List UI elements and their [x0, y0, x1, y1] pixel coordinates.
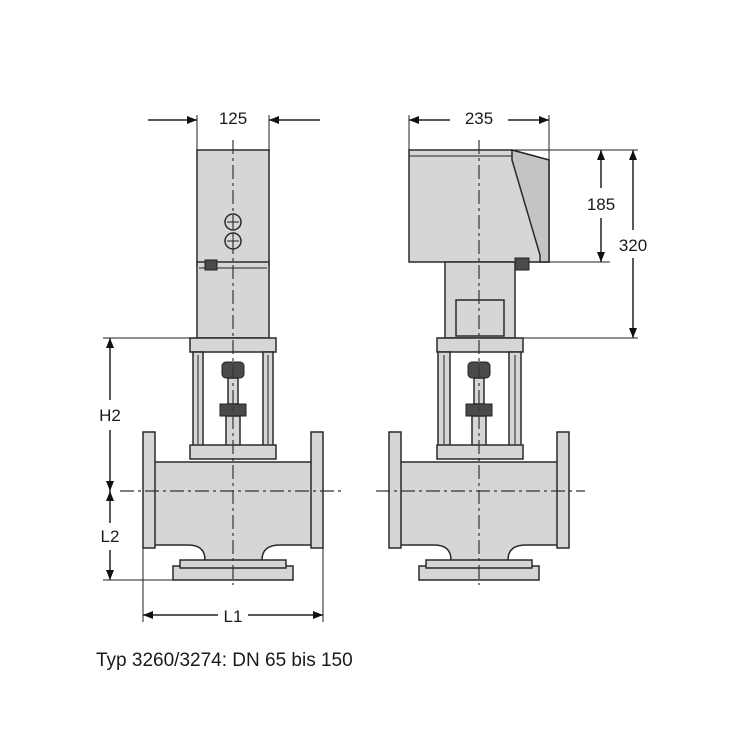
- l1-label: L1: [224, 607, 243, 626]
- front-yoke: [189, 337, 277, 460]
- side-actuator: [408, 149, 550, 339]
- total-height-label: 320: [619, 236, 647, 255]
- actuator-height-label: 185: [587, 195, 615, 214]
- l2-label: L2: [101, 527, 120, 546]
- h2-label: H2: [99, 406, 121, 425]
- dimension-h2: H2: [99, 337, 197, 491]
- side-width-label: 235: [465, 109, 493, 128]
- side-yoke: [436, 337, 524, 460]
- side-view: [376, 140, 585, 585]
- dimension-actuator-height: 185: [512, 149, 638, 263]
- front-width-label: 125: [219, 109, 247, 128]
- dimension-total-height: 320: [523, 150, 647, 339]
- figure-caption: Typ 3260/3274: DN 65 bis 150: [96, 650, 353, 671]
- front-view: [120, 140, 345, 585]
- dimension-l2: L2: [101, 491, 175, 581]
- dimension-side-width: 235: [408, 109, 550, 160]
- dimension-front-width: 125: [148, 109, 320, 155]
- dimension-l1: L1: [142, 548, 324, 626]
